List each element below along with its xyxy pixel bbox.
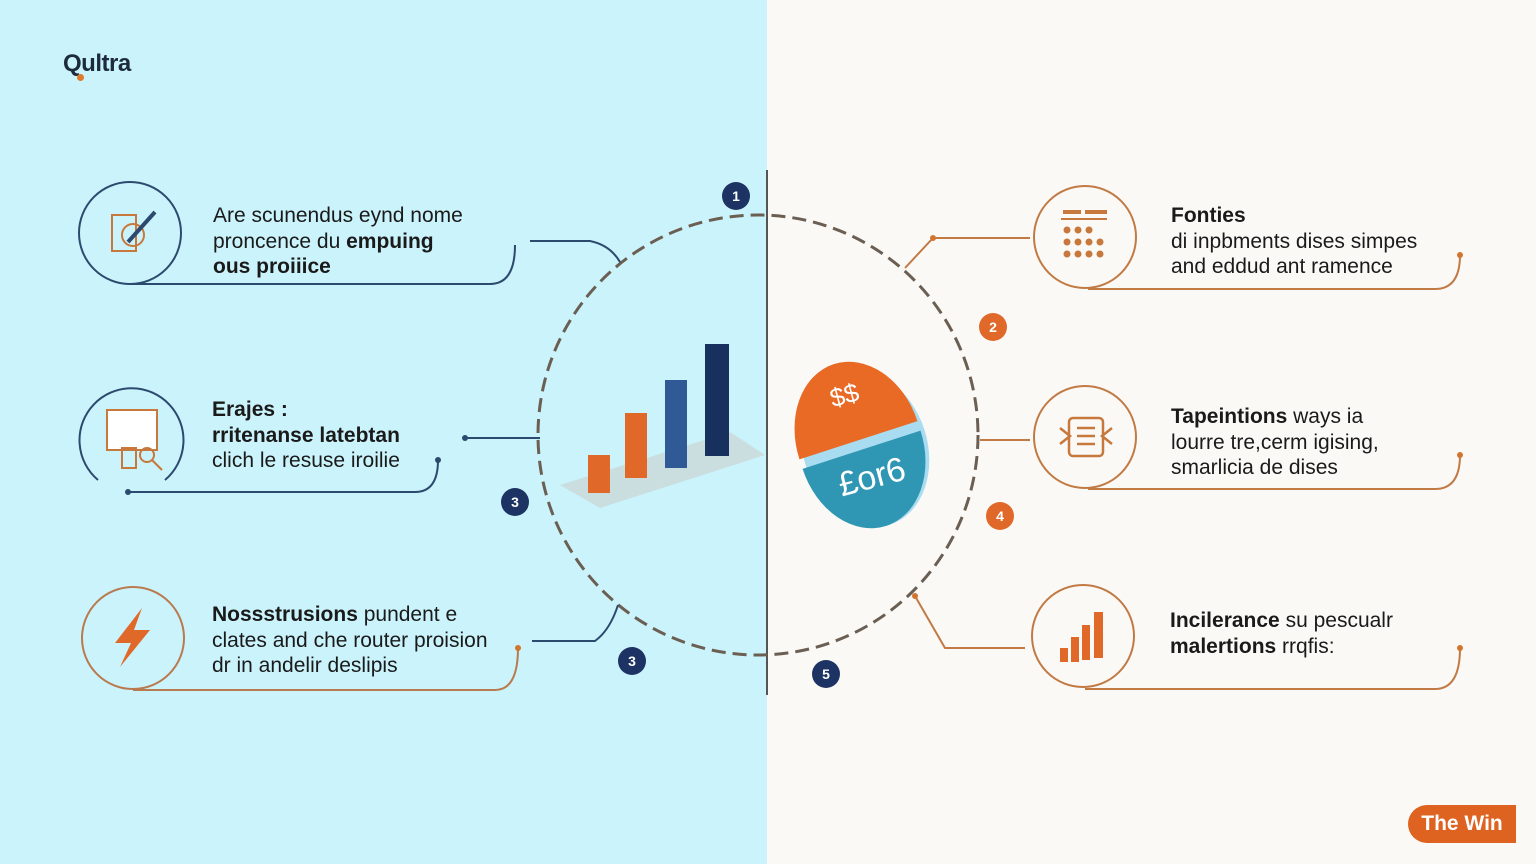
the-win-button[interactable]: The Win — [1408, 805, 1516, 843]
right-connectors — [904, 185, 1461, 690]
step-badge-3b: 3 — [618, 647, 646, 675]
left-item-3-text: Nossstrusions pundent e clates and che r… — [212, 603, 488, 677]
dashed-ring — [536, 213, 980, 657]
step-badge-5: 5 — [812, 660, 840, 688]
left-item-2-text: Erajes : rritenanse latebtan clich le re… — [212, 398, 400, 472]
center-bar-chart-illustration — [560, 344, 765, 508]
logo-text: Qultra — [63, 50, 131, 77]
logo: Qultra — [63, 50, 131, 81]
whiteboard-search-icon — [106, 409, 163, 471]
left-item-1-text: Are scunendus eynd nome proncence du emp… — [213, 204, 463, 278]
left-connectors — [78, 181, 621, 642]
step-badge-1: 1 — [722, 182, 750, 210]
lightning-icon — [115, 608, 150, 667]
settings-document-icon — [111, 210, 157, 252]
right-item-2-text: Tapeintions ways ia lourre tre,cerm igis… — [1171, 405, 1379, 479]
left-connectors-brown — [81, 586, 519, 691]
right-item-3-text: Incilerance su pescualr malertions rrqfi… — [1170, 609, 1393, 658]
step-badge-3a: 3 — [501, 488, 529, 516]
currency-coin-icon — [794, 361, 930, 529]
document-arrows-icon — [1059, 416, 1113, 458]
step-badge-4: 4 — [986, 502, 1014, 530]
right-item-1-text: Fonties di inpbments dises simpes and ed… — [1171, 204, 1418, 278]
step-badge-2: 2 — [979, 313, 1007, 341]
logo-mark-icon — [77, 74, 84, 81]
bar-chart-icon — [1060, 612, 1103, 662]
calendar-grid-icon — [1061, 210, 1107, 258]
